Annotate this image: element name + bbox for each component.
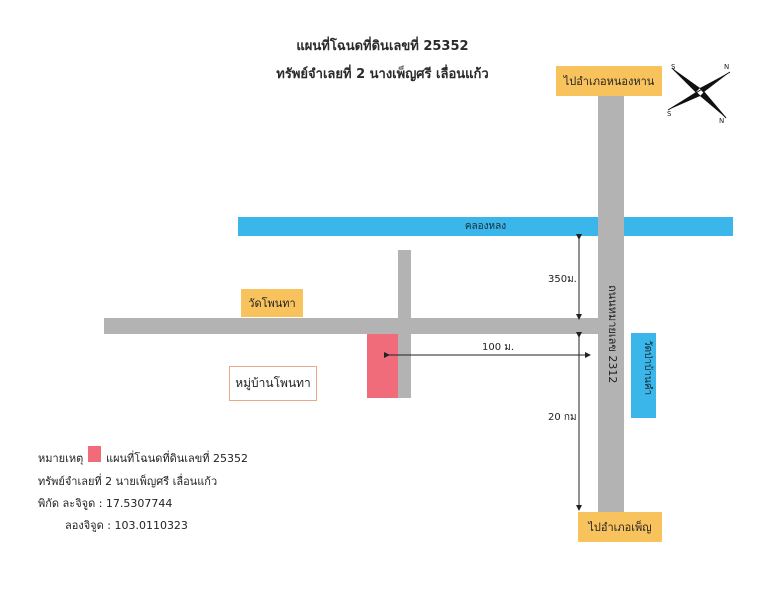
compass-letter-1: S [671,63,676,71]
dim-350-label: 350ม. [548,274,577,285]
compass-letter-2: N [724,63,730,71]
dim-100-label: 100 ม. [482,342,515,353]
legend-owner: ทรัพย์จำเลยที่ 2 นายเพ็ญศรี เลื่อนแก้ว [38,475,218,488]
legend-longitude: ลองจิจูด : 103.0110323 [65,519,188,532]
compass-icon [667,67,731,119]
highway-2312 [598,96,624,514]
map-title-line1: แผนที่โฉนดที่ดินเลขที่ 25352 [296,39,469,54]
wat-pho-label: วัดโพนทา [241,289,303,317]
legend-plot-text: แผนที่โฉนดที่ดินเลขที่ 25352 [106,452,249,465]
to-phen-label: ไปอำเภอเพ็ญ [578,512,662,542]
wat-right-box [631,333,656,418]
to-nong-han-label: ไปอำเภอหนองหาน [556,66,662,96]
horizontal-road [104,318,624,334]
legend-heading: หมายเหตุ [38,452,84,465]
compass-letter-4: N [719,117,725,125]
land-plot [367,334,398,398]
village-box: หมู่บ้านโพนทา [229,366,317,401]
canal-label: คลองหลง [464,221,507,232]
compass-letter-3: S [667,110,672,118]
legend-latitude: พิกัด ละจิจูด : 17.5307744 [38,497,173,510]
map-title-line2: ทรัพย์จำเลยที่ 2 นางเพ็ญศรี เลื่อนแก้ว [276,67,489,82]
dim-20-label: 20 กม [548,412,577,423]
legend-plot-swatch [88,446,101,462]
small-vertical-road [398,250,411,398]
